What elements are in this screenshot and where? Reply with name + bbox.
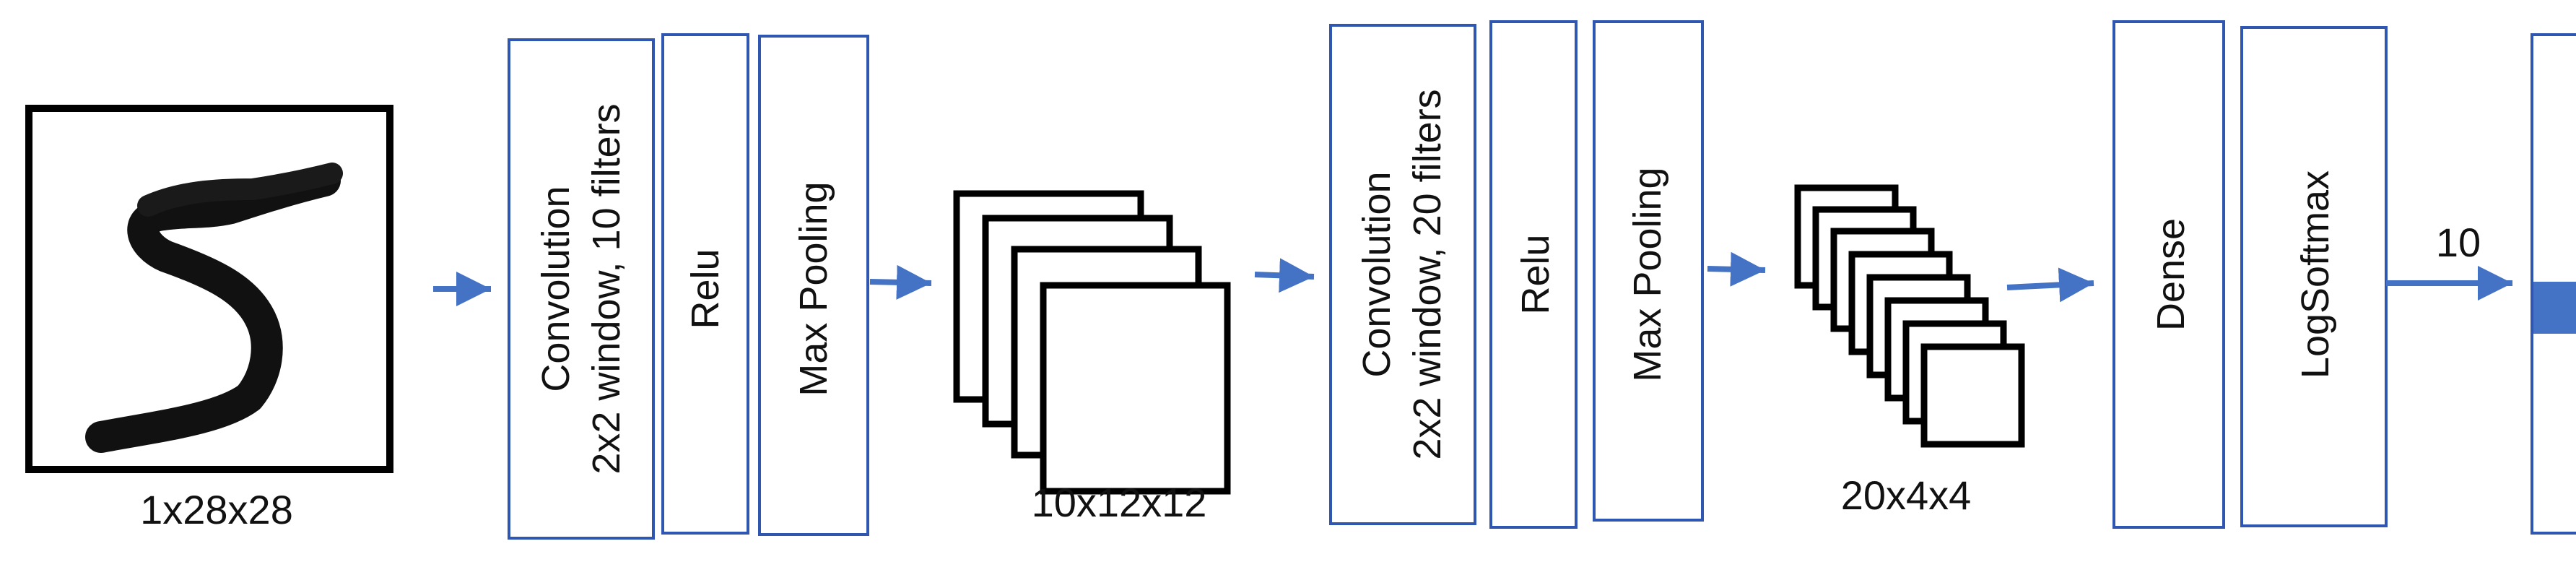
relu2-box: Relu — [1489, 20, 1578, 529]
input-image — [25, 105, 393, 473]
conv1-label: Convolution — [534, 186, 578, 392]
dense-label: Dense — [2149, 218, 2193, 331]
output-vector-active-cell — [2533, 282, 2576, 334]
arrow-maps1-to-conv2 — [1254, 258, 1315, 293]
output-vector — [2531, 33, 2576, 535]
conv2-box: Convolution 2x2 window, 20 filters — [1329, 24, 1476, 525]
pool2-box: Max Pooling — [1593, 20, 1704, 522]
arrow-pool1-to-maps1 — [869, 264, 932, 300]
conv1-box: Convolution 2x2 window, 10 filters — [508, 38, 655, 540]
conv2-params: 2x2 window, 20 filters — [1406, 89, 1449, 459]
pool2-label: Max Pooling — [1626, 167, 1669, 381]
maps1-size-label: 10x12x12 — [1032, 480, 1207, 525]
output-count-label: 10 — [2436, 220, 2481, 265]
digit-five-top-bar — [137, 163, 343, 217]
maps2-size-label: 20x4x4 — [1841, 472, 1972, 518]
arrow-pool2-to-maps2 — [1707, 251, 1766, 287]
feature-maps-1 — [953, 190, 1231, 495]
pool1-label: Max Pooling — [792, 181, 835, 396]
conv1-params: 2x2 window, 10 filters — [585, 103, 628, 474]
relu2-label: Relu — [1514, 234, 1557, 314]
digit-five-stroke — [85, 165, 341, 453]
feature-maps-2 — [1794, 184, 2025, 448]
relu1-box: Relu — [661, 33, 749, 535]
logsoftmax-box: LogSoftmax — [2240, 26, 2388, 527]
conv2-label: Convolution — [1355, 171, 1398, 377]
pool1-box: Max Pooling — [758, 35, 869, 536]
input-size-label: 1x28x28 — [140, 487, 293, 532]
relu1-label: Relu — [684, 248, 727, 329]
logsoftmax-label: LogSoftmax — [2294, 170, 2337, 379]
arrow-maps2-to-dense — [2006, 267, 2094, 303]
dense-box: Dense — [2112, 20, 2225, 529]
